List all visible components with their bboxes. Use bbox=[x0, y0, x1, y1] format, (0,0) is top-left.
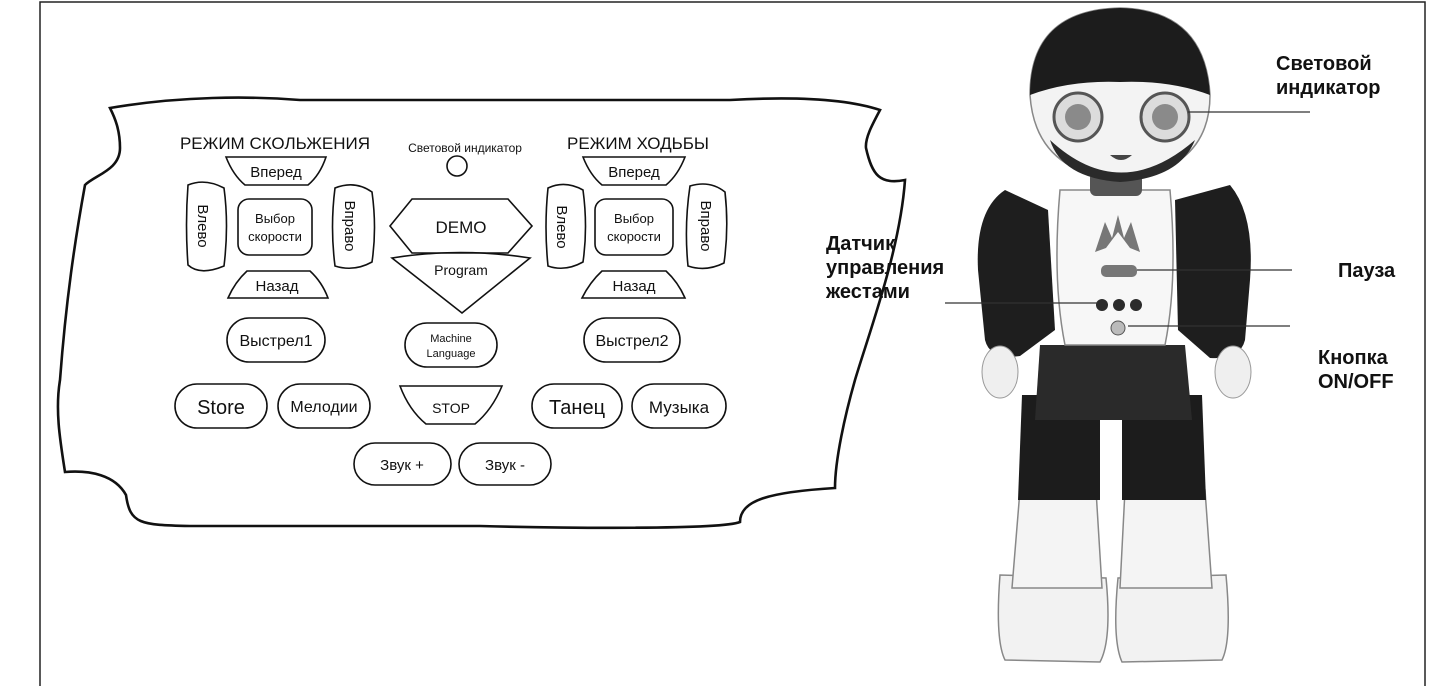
light-indicator-annotation: Световой индикатор bbox=[1276, 52, 1380, 100]
robot-left-arm bbox=[977, 190, 1055, 357]
glide-forward-button[interactable]: Вперед bbox=[224, 156, 328, 186]
walk-forward-label: Вперед bbox=[608, 164, 660, 181]
walk-forward-button[interactable]: Вперед bbox=[581, 156, 687, 186]
gesture-sensor-annotation: Датчик управления жестами bbox=[826, 232, 944, 304]
power-annotation-line2: ON/OFF bbox=[1318, 371, 1394, 393]
machine-line1: Machine bbox=[430, 333, 472, 345]
walk-mode-title: РЕЖИМ ХОДЬБЫ bbox=[567, 134, 709, 153]
robot-hips bbox=[1035, 345, 1192, 420]
glide-forward-label: Вперед bbox=[250, 164, 302, 181]
robot-left-shin bbox=[1011, 489, 1103, 589]
walk-back-label: Назад bbox=[613, 278, 656, 295]
walk-speed-line2: скорости bbox=[607, 229, 661, 244]
robot-left-pupil bbox=[1065, 104, 1091, 130]
glide-right-button[interactable]: Вправо bbox=[331, 184, 376, 270]
remote-light-indicator bbox=[446, 155, 468, 177]
walk-right-label: Вправо bbox=[697, 201, 714, 252]
music-label: Музыка bbox=[649, 398, 710, 417]
demo-button[interactable]: DEMO bbox=[388, 198, 534, 254]
dance-label: Танец bbox=[549, 397, 605, 419]
walk-speed-button[interactable]: Выбор скорости bbox=[594, 198, 674, 256]
power-button-annotation: Кнопка ON/OFF bbox=[1318, 346, 1394, 394]
light-annotation-line1: Световой bbox=[1276, 53, 1372, 75]
store-button[interactable]: Store bbox=[174, 383, 268, 429]
remote-outline bbox=[56, 96, 907, 530]
robot-left-foot bbox=[997, 574, 1109, 663]
gesture-annotation-line1: Датчик bbox=[826, 233, 896, 255]
pause-annotation-label: Пауза bbox=[1338, 260, 1396, 282]
shot1-label: Выстрел1 bbox=[240, 333, 313, 350]
program-label: Program bbox=[434, 262, 488, 278]
walk-speed-line1: Выбор bbox=[614, 211, 654, 226]
walk-back-button[interactable]: Назад bbox=[580, 270, 687, 299]
power-annotation-line1: Кнопка bbox=[1318, 347, 1388, 369]
robot-left-thigh bbox=[1018, 395, 1100, 500]
shot2-label: Выстрел2 bbox=[596, 333, 669, 350]
pause-annotation: Пауза bbox=[1338, 259, 1395, 283]
robot-right-pupil bbox=[1152, 104, 1178, 130]
robot-right-foot bbox=[1115, 574, 1229, 663]
walk-left-label: Влево bbox=[553, 205, 570, 248]
walk-right-button[interactable]: Вправо bbox=[685, 183, 728, 270]
robot-right-hand bbox=[1214, 345, 1252, 399]
robot-sensor-2 bbox=[1113, 299, 1125, 311]
light-annotation-line2: индикатор bbox=[1276, 77, 1381, 99]
glide-left-label: Влево bbox=[194, 204, 211, 247]
callout-lines bbox=[945, 111, 1310, 327]
stop-button[interactable]: STOP bbox=[398, 385, 504, 425]
figure-border bbox=[39, 1, 1426, 691]
dance-button[interactable]: Танец bbox=[531, 383, 623, 429]
glide-speed-button[interactable]: Выбор скорости bbox=[237, 198, 313, 256]
robot-illustration bbox=[977, 7, 1252, 663]
store-label: Store bbox=[197, 397, 245, 419]
stop-label: STOP bbox=[432, 400, 470, 416]
machine-line2: Language bbox=[427, 348, 476, 360]
robot-right-thigh bbox=[1122, 395, 1206, 500]
machine-language-button[interactable]: Machine Language bbox=[404, 322, 498, 368]
sound-down-button[interactable]: Звук - bbox=[458, 442, 552, 486]
program-button[interactable]: Program bbox=[390, 251, 532, 315]
demo-label: DEMO bbox=[436, 218, 487, 237]
glide-speed-line2: скорости bbox=[248, 229, 302, 244]
remote-light-indicator-label: Световой индикатор bbox=[408, 141, 522, 155]
gesture-annotation-line3: жестами bbox=[826, 281, 910, 303]
shot1-button[interactable]: Выстрел1 bbox=[226, 317, 326, 363]
shot2-button[interactable]: Выстрел2 bbox=[583, 317, 681, 363]
robot-jaw bbox=[1050, 140, 1195, 182]
robot-chest-logo bbox=[1095, 215, 1140, 252]
sound-up-label: Звук + bbox=[380, 457, 424, 474]
sound-down-label: Звук - bbox=[485, 457, 525, 474]
robot-left-hand bbox=[981, 345, 1019, 399]
music-button[interactable]: Музыка bbox=[631, 383, 727, 429]
glide-back-button[interactable]: Назад bbox=[226, 270, 330, 299]
walk-left-button[interactable]: Влево bbox=[545, 183, 587, 270]
sound-up-button[interactable]: Звук + bbox=[353, 442, 452, 486]
robot-right-arm bbox=[1175, 185, 1251, 359]
remote-control: РЕЖИМ СКОЛЬЖЕНИЯ РЕЖИМ ХОДЬБЫ Световой и… bbox=[56, 96, 907, 530]
robot-pause-button bbox=[1101, 265, 1137, 277]
glide-mode-title: РЕЖИМ СКОЛЬЖЕНИЯ bbox=[180, 134, 370, 153]
melodies-label: Мелодии bbox=[290, 399, 357, 416]
glide-speed-line1: Выбор bbox=[255, 211, 295, 226]
gesture-annotation-line2: управления bbox=[826, 257, 945, 279]
robot-right-shin bbox=[1119, 489, 1213, 589]
robot-power-button bbox=[1110, 320, 1126, 336]
glide-back-label: Назад bbox=[256, 278, 299, 295]
robot-sensor-3 bbox=[1130, 299, 1142, 311]
glide-right-label: Вправо bbox=[341, 201, 358, 252]
melodies-button[interactable]: Мелодии bbox=[277, 383, 371, 429]
glide-left-button[interactable]: Влево bbox=[185, 181, 228, 272]
robot-mouth bbox=[1110, 155, 1132, 160]
robot-sensor-1 bbox=[1096, 299, 1108, 311]
robot-head-cap bbox=[1030, 8, 1210, 95]
